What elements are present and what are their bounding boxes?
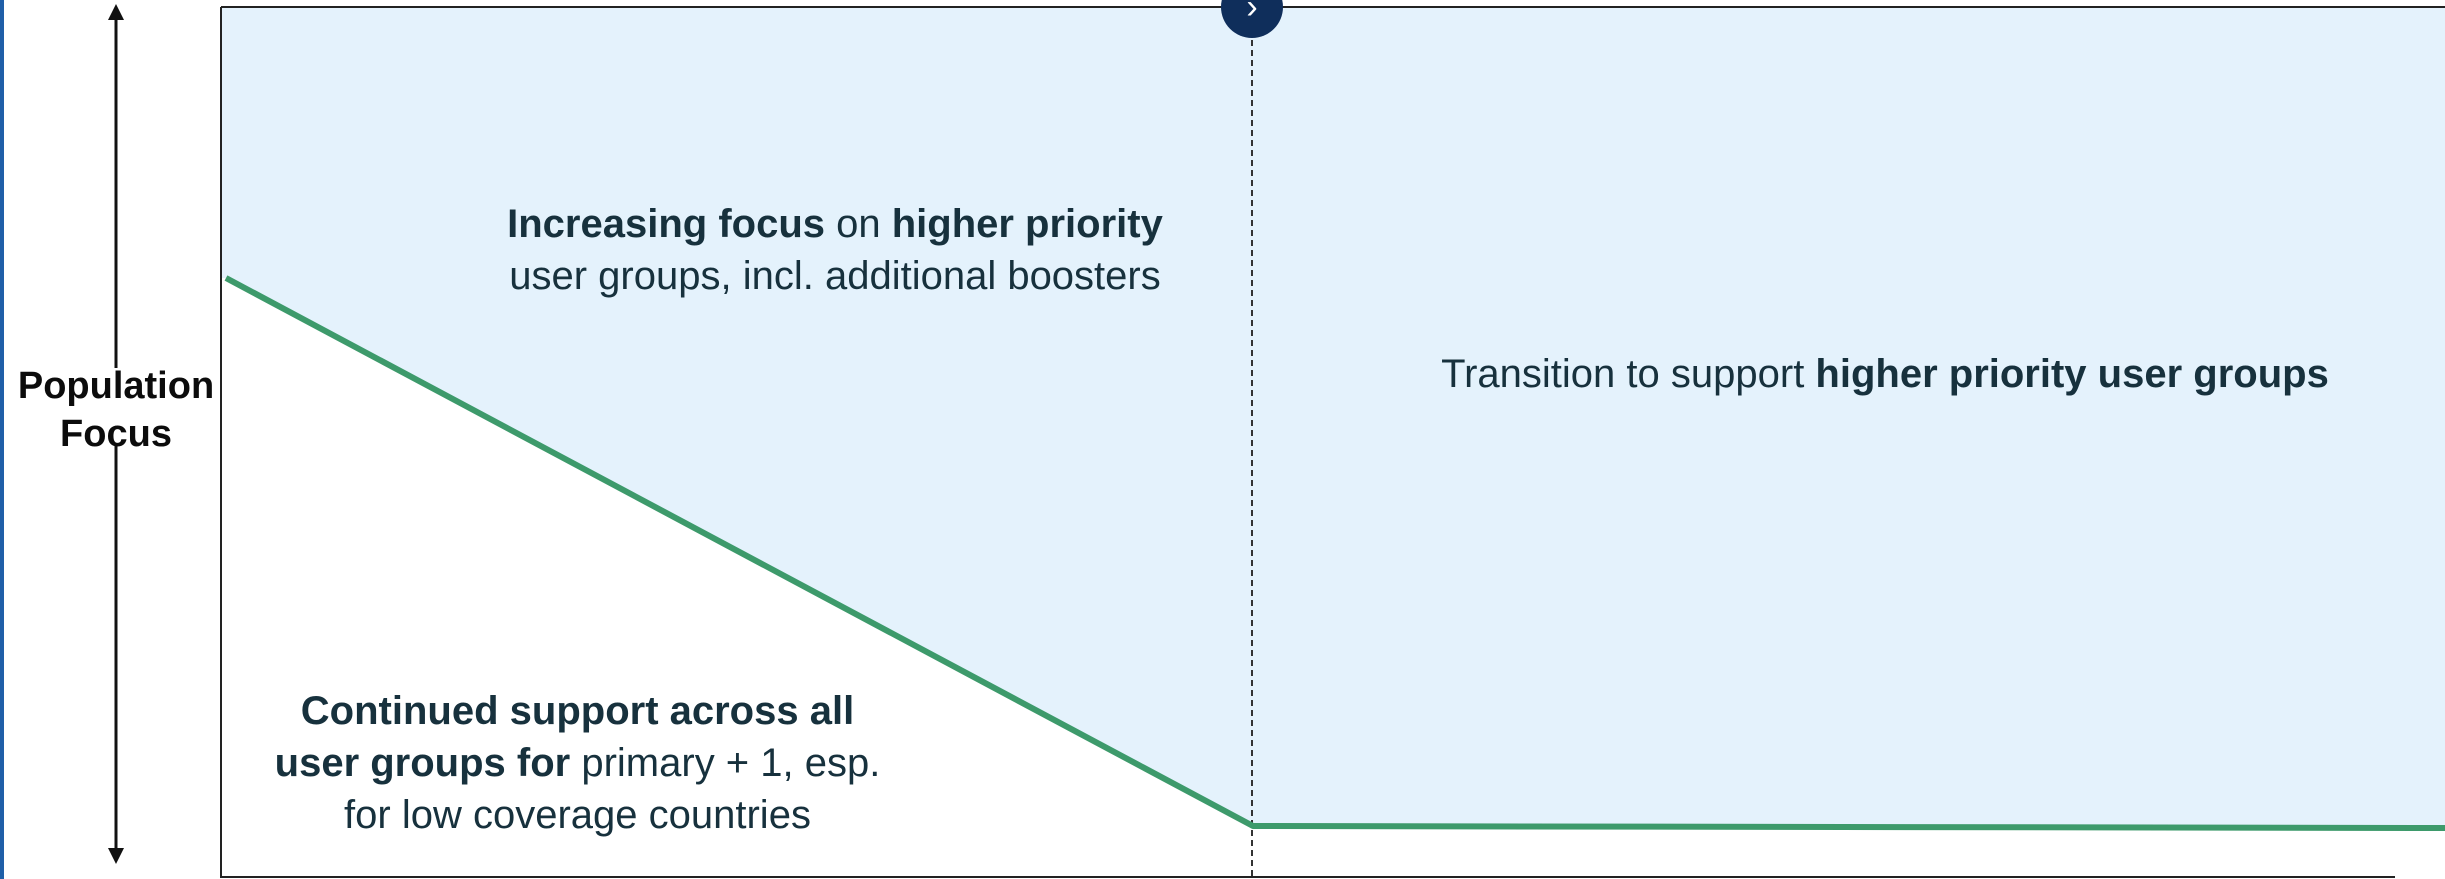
upper-left-text-part: on	[825, 202, 892, 246]
upper-left-text-part: higher priority	[891, 202, 1163, 246]
upper-left-region-text: Increasing focus on higher priority user…	[505, 198, 1165, 302]
upper-shaded-region	[221, 8, 2445, 828]
left-accent-bar	[0, 0, 4, 879]
right-text-part: higher priority user groups	[1815, 352, 2329, 396]
right-text-part: Transition to support	[1441, 352, 1816, 396]
y-axis-arrowhead-down	[108, 848, 124, 864]
population-focus-trend-line	[224, 275, 2445, 831]
lower-left-text-part: Continued support across all user groups…	[274, 689, 855, 785]
upper-left-text-part: Increasing focus	[507, 202, 825, 246]
upper-left-text-part: user groups, incl. additional boosters	[509, 254, 1161, 298]
y-axis-label-line2: Focus	[60, 413, 172, 455]
y-axis-label-line1: Population	[17, 365, 215, 407]
lower-left-text-part: primary + 1, esp. for low coverage count…	[344, 741, 881, 837]
right-region-text: Transition to support higher priority us…	[1345, 348, 2425, 400]
lower-left-region-text: Continued support across all user groups…	[255, 685, 900, 841]
marker-glyph: ›	[1246, 0, 1258, 26]
y-axis-arrowhead-up	[108, 4, 124, 20]
y-axis-label: Population Focus	[0, 362, 232, 458]
